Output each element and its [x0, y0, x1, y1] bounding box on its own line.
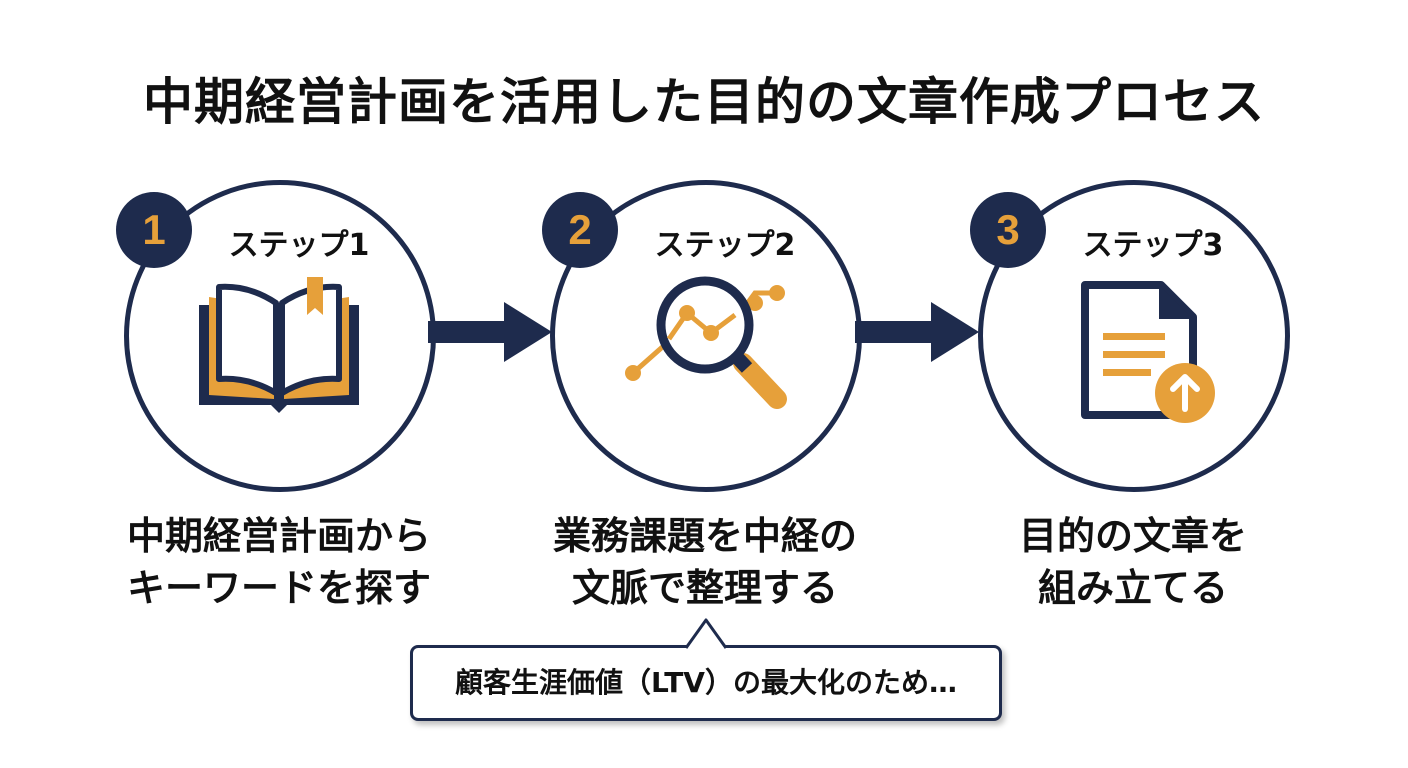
step-label: ステップ3 — [1082, 228, 1224, 263]
description-line: キーワードを探す — [126, 566, 431, 610]
description-line: 文脈で整理する — [571, 566, 838, 610]
description-line: 目的の文章を — [1018, 514, 1247, 558]
step-3-description: 目的の文章を 組み立てる — [933, 510, 1333, 614]
step-number-badge: 3 — [970, 192, 1046, 268]
magnifier-chart-icon — [625, 276, 787, 409]
description-line: 組み立てる — [1037, 566, 1228, 610]
step-3: 3 ステップ3 — [970, 180, 1290, 492]
callout-pointer — [686, 618, 726, 650]
document-upload-icon — [1081, 281, 1215, 423]
description-line: 中期経営計画から — [126, 514, 431, 558]
description-line: 業務課題を中経の — [552, 514, 857, 558]
example-callout: 顧客生涯価値（LTV）の最大化のため… — [410, 645, 1002, 721]
step-1-description: 中期経営計画から キーワードを探す — [79, 510, 479, 614]
open-book-icon — [199, 277, 359, 413]
step-label: ステップ1 — [228, 228, 370, 263]
step-number-badge: 1 — [116, 192, 192, 268]
step-label: ステップ2 — [654, 228, 796, 263]
step-number-badge: 2 — [542, 192, 618, 268]
step-2: 2 ステップ2 — [542, 180, 862, 492]
arrow-right-icon — [855, 302, 979, 362]
page-title: 中期経営計画を活用した目的の文章作成プロセス — [143, 73, 1265, 131]
step-1: 1 ステップ1 — [116, 180, 436, 492]
arrow-right-icon — [428, 302, 552, 362]
step-2-description: 業務課題を中経の 文脈で整理する — [505, 510, 905, 614]
